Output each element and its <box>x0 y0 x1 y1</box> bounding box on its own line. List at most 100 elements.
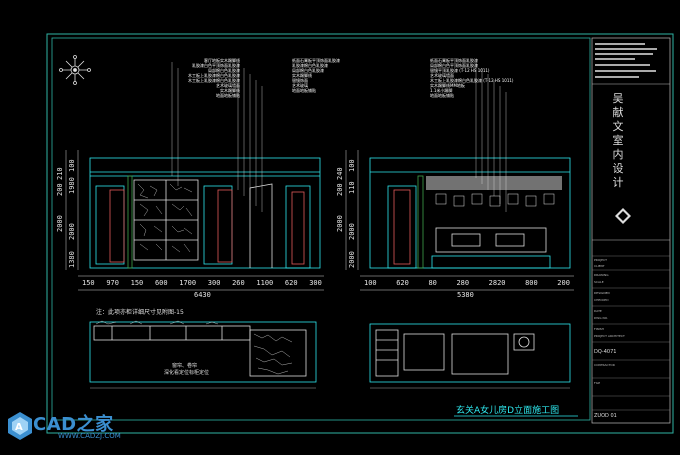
title-block-row: PROJECT <box>594 258 607 262</box>
title-block-row: DRAWING <box>594 273 609 277</box>
dim-label: 150 <box>82 279 95 287</box>
title-block-row: DESIGNED <box>594 291 610 295</box>
dim-label: 260 <box>232 279 245 287</box>
annotation-item: 艺术玻璃墙面 <box>216 83 240 88</box>
dim-label: 1100 <box>256 279 274 287</box>
dim-label: 2000 <box>348 251 356 268</box>
annotation-item: 木工板上乳胶漆棉白色乳胶漆 <box>188 73 240 78</box>
dim-label: 280 <box>456 279 470 287</box>
title-block <box>591 37 671 424</box>
left-annotations: 客厅地板实木踢脚线 乳胶漆白色平顶饰面乳胶漆 局部棉白色乳胶漆 木工板上乳胶漆棉… <box>150 58 240 98</box>
title-block-row: CLIENT <box>594 264 605 268</box>
right-total-dim: 5380 <box>457 291 474 299</box>
watermark-url: WWW.CADZJ.COM <box>58 432 121 440</box>
annotation-item: 局部棉白色平顶饰面乳胶漆 <box>430 63 478 68</box>
right-bottom-dims: 100 620 80 280 2820 800 200 <box>364 279 570 287</box>
dim-label: 240 <box>336 167 344 180</box>
left-elevation-texture <box>137 183 193 253</box>
annotation-item: 局部棉白色乳胶漆 <box>208 68 240 73</box>
dim-label: 970 <box>106 279 119 287</box>
title-block-row: DATE <box>594 309 602 313</box>
sheet-outer-border <box>46 33 674 434</box>
dim-label: 200 <box>56 183 64 196</box>
dim-label: 1700 <box>179 279 197 287</box>
dim-label: 2000 <box>336 215 344 232</box>
left-leader-lines <box>171 62 263 212</box>
annotation-item: 1.1米小踢脚 <box>430 88 453 93</box>
dim-label: 100 <box>364 279 377 287</box>
annotation-item: 地面地板铺贴 <box>216 93 240 98</box>
title-block-rows <box>592 255 670 411</box>
dim-label: 2000 <box>56 215 64 232</box>
annotation-item: 实木踢脚线 <box>220 88 240 93</box>
dim-label: 150 <box>130 279 144 287</box>
left-plan-stone-texture <box>95 320 293 375</box>
annotation-item: 艺术玻璃墙面 <box>430 73 454 78</box>
annotation-item: 实木踢脚线 <box>292 73 312 78</box>
dim-label: 200 <box>557 279 570 287</box>
mid-annotations: 纸面石膏板平顶饰面乳胶漆 乳胶漆棉白色乳胶漆 局部棉白色乳胶漆 实木踢脚线 银镜… <box>292 58 382 93</box>
dim-label: 2000 <box>68 223 76 240</box>
right-leader-lines <box>475 62 507 212</box>
annotation-item: 地面地板铺贴 <box>430 93 454 98</box>
title-block-row: CHECKED <box>594 298 609 302</box>
dim-label: 100 <box>68 159 76 172</box>
drawing-note: 注：此项亦柜详细尺寸见附图-15 <box>96 309 184 316</box>
firm-name: 吴献文室内设计 <box>612 92 624 189</box>
title-block-stamp: DQ-4071 <box>594 349 617 355</box>
dim-label: 300 <box>207 279 221 287</box>
annotation-item: 艺术玻璃 <box>292 83 308 88</box>
annotation-item: 局部棉白色乳胶漆 <box>292 68 324 73</box>
annotation-item: 纸面石膏板平顶饰面乳胶漆 <box>292 58 340 63</box>
dim-label: 620 <box>396 279 409 287</box>
left-elevation <box>89 157 321 269</box>
annotation-item: 客厅地板实木踢脚线 <box>204 58 240 63</box>
title-block-row: DWG NO. <box>594 316 608 320</box>
right-annotations: 纸面石膏板平顶饰面乳胶漆 局部棉白色平顶饰面乳胶漆 银镜平顶乳胶漆 (T·12 … <box>430 58 560 98</box>
title-block-row: FINISH <box>594 327 604 331</box>
right-dim-lines <box>345 150 574 291</box>
left-total-dim: 6430 <box>194 291 211 299</box>
left-plan <box>89 321 317 383</box>
annotation-item: 纸面石膏板平顶饰面乳胶漆 <box>430 58 478 63</box>
dim-label: 80 <box>428 279 437 287</box>
plan-note: 窗帘、卷帘 <box>172 363 198 369</box>
annotation-item: 乳胶漆棉白色乳胶漆 <box>292 63 328 68</box>
dim-label: 200 <box>336 183 344 196</box>
annotation-item: 银镜饰面 <box>292 78 308 83</box>
annotation-item: 银镜平顶乳胶漆 (T·12 HS 1011) <box>430 68 490 73</box>
dim-label: 800 <box>525 279 538 287</box>
dim-label: 210 <box>56 167 64 180</box>
drawing-frame <box>51 37 591 421</box>
annotation-item: 木工板上乳胶漆棉白色乳胶漆 <box>188 78 240 83</box>
title-block-bars <box>595 43 657 78</box>
dim-label: 100 <box>348 159 356 172</box>
title-block-row: FILE <box>594 381 601 385</box>
dim-label: 600 <box>154 279 168 287</box>
plan-note: 深化看定位标柜定位 <box>164 370 210 376</box>
annotation-item: 木工板上乳胶漆棉白色乳胶漆 (T·12 HS 1011) <box>430 78 514 83</box>
dim-label: 300 <box>309 279 322 287</box>
right-elevation <box>369 157 571 269</box>
title-block-row: SCALE <box>594 280 604 284</box>
dim-label: 1380 <box>68 251 76 268</box>
firm-seal-icon <box>615 208 631 224</box>
title-block-row: PROJECT ARCHITECT <box>594 334 625 338</box>
svg-text:A: A <box>15 422 23 433</box>
left-bottom-dims: 150 970 150 600 1700 300 260 1100 620 30… <box>82 279 322 287</box>
dim-label: 110 <box>348 181 356 194</box>
left-dim-lines <box>65 150 324 291</box>
annotation-item: 乳胶漆白色平顶饰面乳胶漆 <box>192 63 240 68</box>
title-block-row: CONTRACTOR <box>594 363 615 367</box>
drawing-title: 玄关A女儿房D立面施工图 <box>456 406 560 416</box>
watermark-brand: CAD之家 <box>33 414 114 435</box>
right-elevation-pendants <box>435 193 555 207</box>
right-plan <box>369 323 571 383</box>
cad-home-logo-icon: A <box>8 412 32 440</box>
title-block-sheet: ZUOD 01 <box>594 413 617 419</box>
dim-label: 2000 <box>348 223 356 240</box>
annotation-item: 实木踢脚线MM地板 <box>430 83 465 88</box>
dim-label: 2820 <box>488 279 506 287</box>
dim-label: 620 <box>284 279 298 287</box>
